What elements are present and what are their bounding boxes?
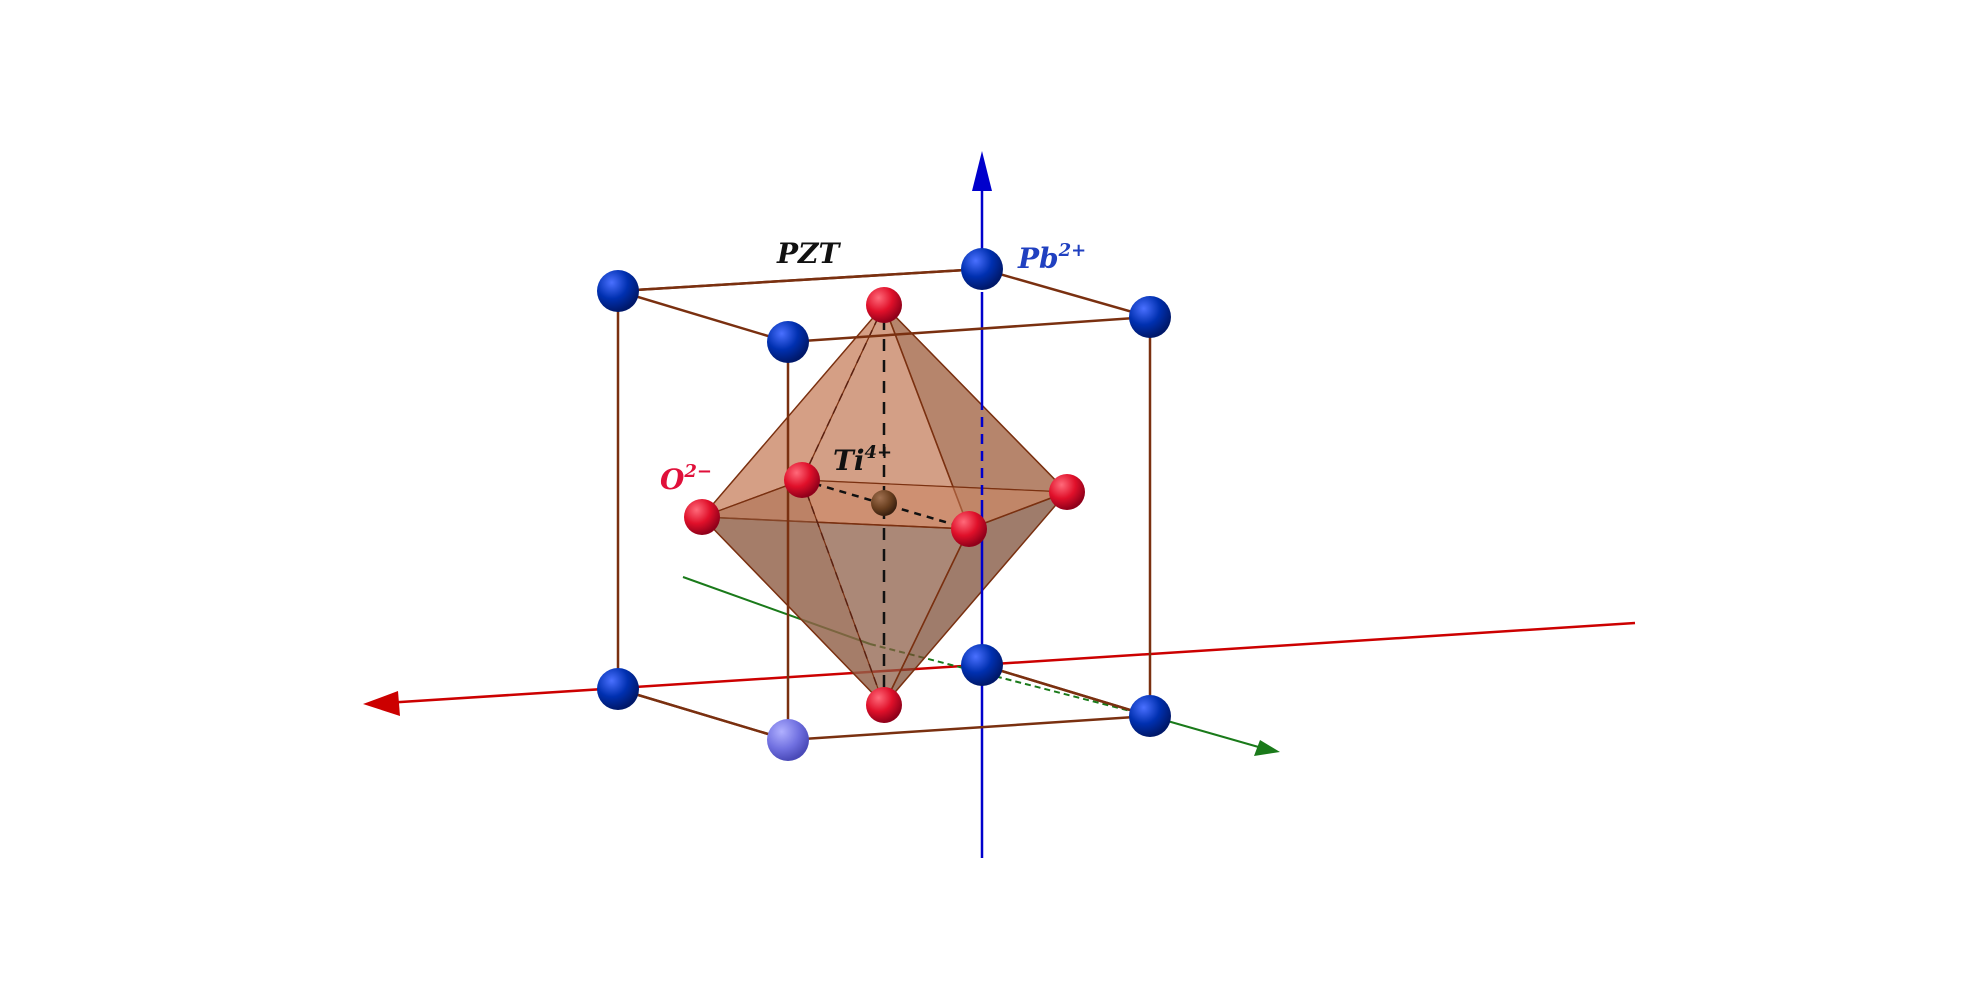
o-label: O2−: [660, 461, 712, 496]
pb-label-charge: 2+: [1058, 240, 1087, 261]
x-axis: [363, 621, 1636, 716]
o-ion: [684, 499, 720, 535]
o-ions: [684, 287, 1085, 723]
o-ion: [866, 687, 902, 723]
y-axis-arrow-icon: [1254, 740, 1280, 756]
cube-edge: [617, 267, 983, 293]
pb-ion: [597, 668, 639, 710]
cube-edge: [787, 714, 1151, 742]
pb-ions: [597, 248, 1171, 761]
cube-edge: [981, 267, 1151, 319]
ti-label-base: Ti: [833, 444, 864, 477]
ti-label: Ti4+: [833, 442, 892, 477]
cube-front-edges: [617, 267, 1152, 742]
pb-ion: [597, 270, 639, 312]
pb-ion: [961, 248, 1003, 290]
cube-edge: [617, 289, 789, 344]
pb-ion: [961, 644, 1003, 686]
cube-edge: [617, 687, 789, 742]
x-axis-arrow-icon: [363, 691, 400, 716]
octahedron-axis-dashed: [801, 478, 970, 531]
ti-ion: [871, 490, 897, 516]
pb-ion: [1129, 296, 1171, 338]
octahedron-face: [883, 491, 1068, 706]
pb-label-base: Pb: [1017, 242, 1059, 275]
o-label-base: O: [660, 463, 685, 496]
pb-ion: [1129, 695, 1171, 737]
o-ion: [866, 287, 902, 323]
o-ion: [1049, 474, 1085, 510]
cube-edge: [981, 663, 1151, 718]
pb-label: Pb2+: [1017, 240, 1086, 275]
ti-label-charge: 4+: [864, 442, 892, 463]
o-ion: [951, 511, 987, 547]
pb-ion: [767, 321, 809, 363]
pb-ion-highlighted: [767, 719, 809, 761]
o-label-charge: 2−: [683, 461, 712, 482]
title-label: PZT: [776, 237, 841, 270]
cube-edge: [787, 315, 1151, 344]
z-axis-arrow-icon: [972, 151, 992, 191]
o-ion: [784, 462, 820, 498]
